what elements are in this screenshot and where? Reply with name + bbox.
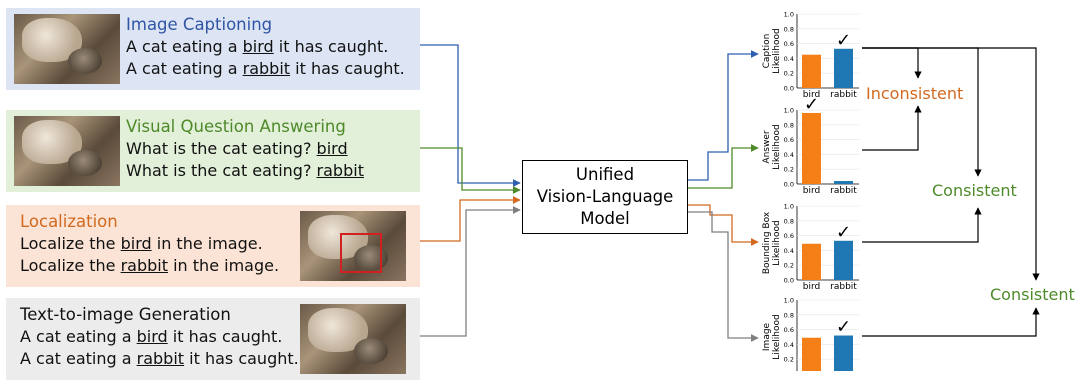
chart-tick-label: 0.4	[784, 341, 794, 349]
arrow-loc-to-model	[420, 196, 521, 242]
chart-ylabel: Bounding BoxLikelihood	[762, 211, 782, 274]
panel-line-2: A cat eating a rabbit it has caught.	[126, 59, 405, 78]
panel-line-2: A cat eating a rabbit it has caught.	[20, 349, 299, 368]
chart-tick-label: 0.0	[784, 85, 794, 93]
chart-tick-label: 0.2	[784, 166, 794, 174]
chart-category-label: bird	[803, 282, 820, 292]
chart-tick-label: 0.8	[784, 311, 794, 319]
result-consistent-2: Consistent	[990, 285, 1075, 304]
panel-line-2: What is the cat eating? rabbit	[126, 161, 364, 180]
unified-model-box: Unified Vision-Language Model	[522, 160, 688, 234]
arrow-model-to-caption	[688, 50, 759, 181]
chart-tick-label: 1.0	[784, 107, 794, 115]
panel-line-1: A cat eating a bird it has caught.	[126, 37, 389, 56]
arrow-image-to-consistent-2	[862, 307, 1040, 337]
model-line-3: Model	[580, 209, 630, 228]
chart-bar-rabbit	[834, 240, 853, 280]
chart-ylabel: AnswerLikelihood	[762, 124, 782, 169]
arrow-t2i-to-model	[420, 206, 521, 337]
chart-bar-bird	[802, 337, 821, 371]
chart-tick-label: 0.8	[784, 121, 794, 129]
chart-bar-bird	[802, 54, 821, 88]
result-inconsistent: Inconsistent	[866, 84, 963, 103]
diagram-connectors: 0.0 0.2 0.4 0.6 0.8 1.0 bird rabbit ✓ CaptionLike…	[420, 11, 1040, 371]
panel-image-captioning: Image Captioning A cat eating a bird it h…	[6, 8, 420, 90]
chart-bar-rabbit	[834, 335, 853, 371]
panel-line-1: What is the cat eating? bird	[126, 139, 348, 158]
panel-title: Localization	[20, 212, 118, 231]
arrow-model-to-bbox	[688, 204, 759, 246]
arrow-answer-to-inconsistent	[862, 105, 922, 151]
arrow-caption-to-inconsistent	[862, 47, 922, 79]
model-line-2: Vision-Language	[536, 187, 674, 206]
panel-line-1: A cat eating a bird it has caught.	[20, 327, 283, 346]
checkmark-icon: ✓	[804, 94, 819, 115]
panel-line-1: Localize the bird in the image.	[20, 234, 263, 253]
arrow-caption-to-consistent-2	[862, 47, 1040, 281]
cat-photo	[300, 304, 406, 374]
panel-line-2: Localize the rabbit in the image.	[20, 256, 280, 275]
chart-ylabel: CaptionLikelihood	[762, 28, 782, 73]
chart-tick-label: 1.0	[784, 203, 794, 211]
result-consistent-2-text: Consistent	[990, 285, 1075, 304]
chart-tick-label: 1.0	[784, 11, 794, 19]
panel-text-to-image: Text-to-image Generation A cat eating a b…	[6, 298, 420, 380]
chart-tick-label: 0.0	[784, 181, 794, 189]
chart-bar-rabbit	[834, 181, 853, 184]
chart-category-label: rabbit	[830, 186, 857, 196]
chart-tick-label: 0.4	[784, 247, 794, 255]
arrow-model-to-image	[688, 211, 759, 342]
chart-bar-rabbit	[834, 48, 853, 88]
chart-category-label: rabbit	[830, 282, 857, 292]
arrow-caption-to-consistent-1	[862, 47, 982, 177]
arrow-caption-to-model	[420, 44, 521, 187]
model-line-1: Unified	[575, 165, 635, 184]
chart-category-label: bird	[803, 90, 820, 100]
chart-tick-label: 0.6	[784, 40, 794, 48]
checkmark-icon: ✓	[836, 30, 851, 51]
chart-tick-label: 0.6	[784, 232, 794, 240]
chart-tick-label: 0.8	[784, 25, 794, 33]
panel-title: Text-to-image Generation	[20, 305, 231, 324]
panel-title: Image Captioning	[126, 15, 273, 34]
panel-title: Visual Question Answering	[126, 117, 346, 136]
cat-photo	[300, 211, 406, 281]
result-consistent-1: Consistent	[932, 181, 1017, 200]
chart-bar-bird	[802, 112, 821, 184]
result-inconsistent-text: Inconsistent	[866, 84, 964, 103]
result-consistent-1-text: Consistent	[932, 181, 1017, 200]
chart-category-label: bird	[803, 186, 820, 196]
chart-ylabel: ImageLikelihood	[762, 314, 782, 359]
chart-tick-label: 0.4	[784, 151, 794, 159]
arrow-vqa-to-model	[420, 147, 521, 194]
chart-tick-label: 0.0	[784, 277, 794, 285]
cat-photo	[14, 14, 120, 84]
chart-tick-label: 0.8	[784, 217, 794, 225]
chart-tick-label: 0.2	[784, 356, 794, 364]
chart-tick-label: 1.0	[784, 297, 794, 305]
chart-tick-label: 0.4	[784, 55, 794, 63]
bounding-box	[340, 233, 382, 273]
chart-bar-bird	[802, 243, 821, 280]
chart-category-label: rabbit	[830, 90, 857, 100]
checkmark-icon: ✓	[836, 222, 851, 243]
arrow-bbox-to-consistent-1	[862, 207, 982, 243]
checkmark-icon: ✓	[836, 317, 851, 338]
chart-tick-label: 0.6	[784, 136, 794, 144]
chart-tick-label: 0.2	[784, 262, 794, 270]
chart-tick-label: 0.6	[784, 326, 794, 334]
arrow-model-to-answer	[688, 144, 759, 189]
chart-tick-label: 0.2	[784, 70, 794, 78]
cat-photo	[14, 116, 120, 186]
